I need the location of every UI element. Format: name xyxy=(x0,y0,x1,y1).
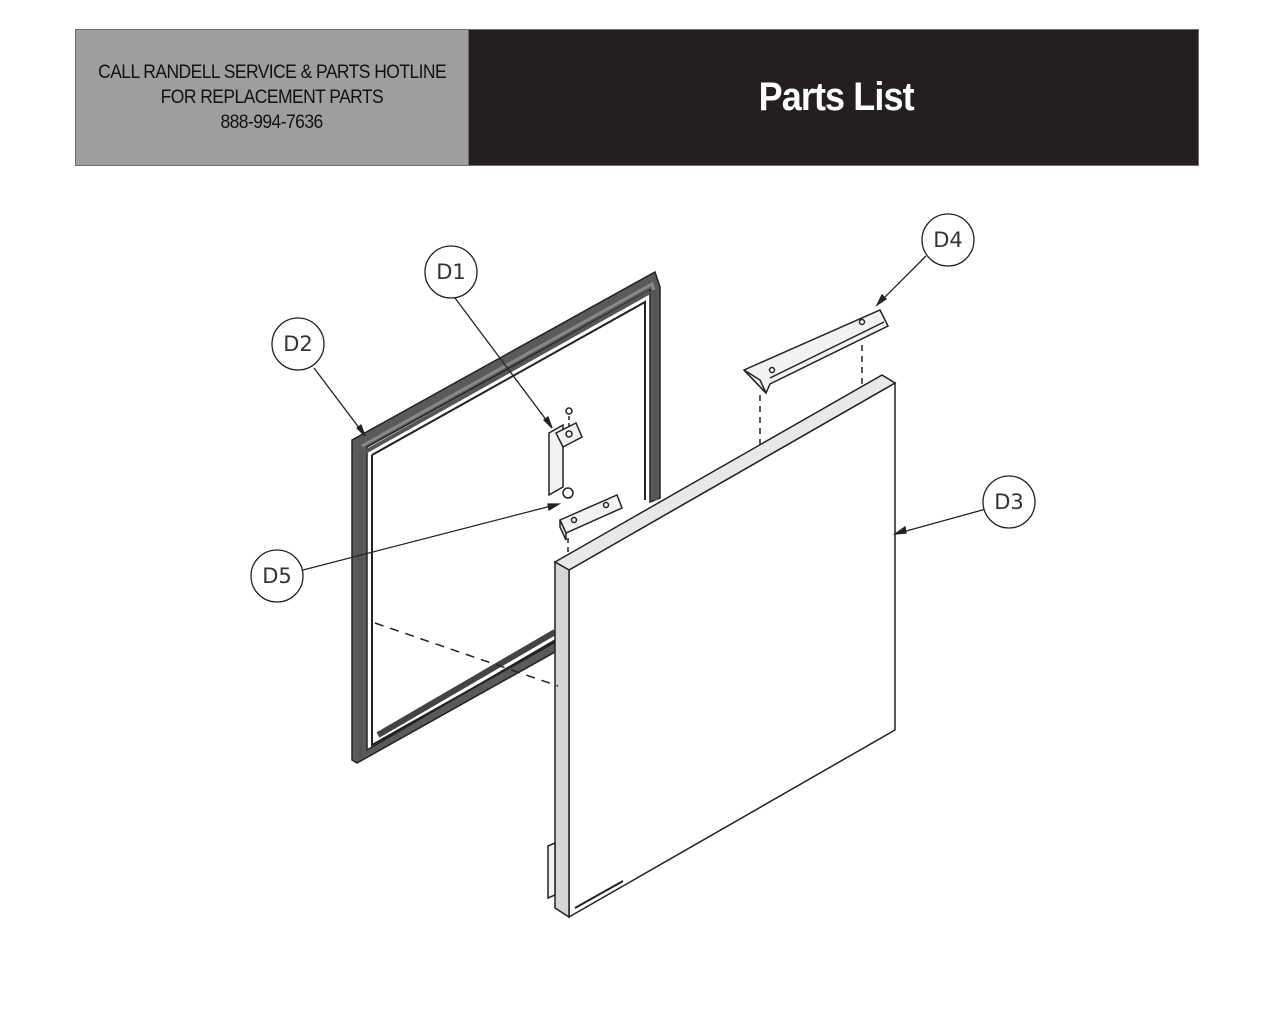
title-box: Parts List xyxy=(469,30,1198,165)
top-hinge-plate-body xyxy=(742,309,890,395)
top-hinge-plate-fold xyxy=(769,321,885,379)
hinge-bracket-body xyxy=(548,423,564,497)
arrow-d4 xyxy=(875,293,888,307)
gasket-frame-bottom-rail xyxy=(376,629,557,738)
leader-d5 xyxy=(302,504,556,571)
gasket-frame-inner-lip xyxy=(361,281,657,448)
assembly-guide-line xyxy=(374,622,559,687)
callout-d2-label: D2 xyxy=(283,332,313,356)
hinge-bracket xyxy=(548,407,583,499)
arrow-d5 xyxy=(547,503,562,512)
top-hinge-plate-hole xyxy=(768,366,776,374)
header-banner: CALL RANDELL SERVICE & PARTS HOTLINE FOR… xyxy=(75,29,1199,166)
top-hinge-plate-lip xyxy=(743,369,767,394)
hotline-line-2: FOR REPLACEMENT PARTS xyxy=(160,87,384,108)
hinge-screw xyxy=(565,407,573,415)
callout-d5: D5 xyxy=(250,549,304,603)
arrow-d1 xyxy=(543,415,553,429)
door-panel-bottom-bracket xyxy=(547,841,556,900)
lower-hinge-plate-hole xyxy=(570,516,578,524)
gasket-frame-top-rail xyxy=(364,290,651,454)
hotline-phone: 888-994-7636 xyxy=(220,112,324,133)
gasket-frame-inner-edge xyxy=(371,300,646,500)
callout-d3-label: D3 xyxy=(994,490,1024,514)
gasket-frame xyxy=(351,270,661,764)
leader-d2 xyxy=(313,367,364,434)
top-hinge-plate xyxy=(742,309,890,455)
arrow-d3 xyxy=(892,525,907,535)
lower-hinge-plate xyxy=(558,493,623,560)
callout-d1: D1 xyxy=(424,245,478,299)
leader-d1 xyxy=(454,297,551,426)
callout-d1-label: D1 xyxy=(436,260,466,284)
leader-d3 xyxy=(898,508,987,534)
callout-d5-label: D5 xyxy=(262,564,292,588)
lower-hinge-plate-hole-2 xyxy=(602,501,610,509)
callout-d3: D3 xyxy=(982,475,1036,529)
door-panel xyxy=(547,374,897,919)
door-panel-bottom-strip xyxy=(574,880,624,909)
callout-d4: D4 xyxy=(921,213,975,267)
hotline-box: CALL RANDELL SERVICE & PARTS HOTLINE FOR… xyxy=(76,30,469,165)
arrow-d2 xyxy=(356,423,366,437)
top-hinge-plate-hole-2 xyxy=(858,318,866,326)
hinge-pin-hole xyxy=(565,430,573,438)
lower-hinge-plate-body xyxy=(558,493,623,534)
callout-d4-label: D4 xyxy=(933,228,963,252)
hotline-line-1: CALL RANDELL SERVICE & PARTS HOTLINE xyxy=(98,62,447,83)
door-panel-side-edge xyxy=(554,560,570,919)
callout-d2: D2 xyxy=(271,317,325,371)
gasket-frame-outer xyxy=(351,270,661,764)
leader-d4 xyxy=(879,255,927,303)
page-title: Parts List xyxy=(758,75,915,119)
lower-hinge-plate-lip xyxy=(559,519,567,541)
hinge-bushing xyxy=(562,487,574,499)
leader-lines xyxy=(302,255,987,571)
